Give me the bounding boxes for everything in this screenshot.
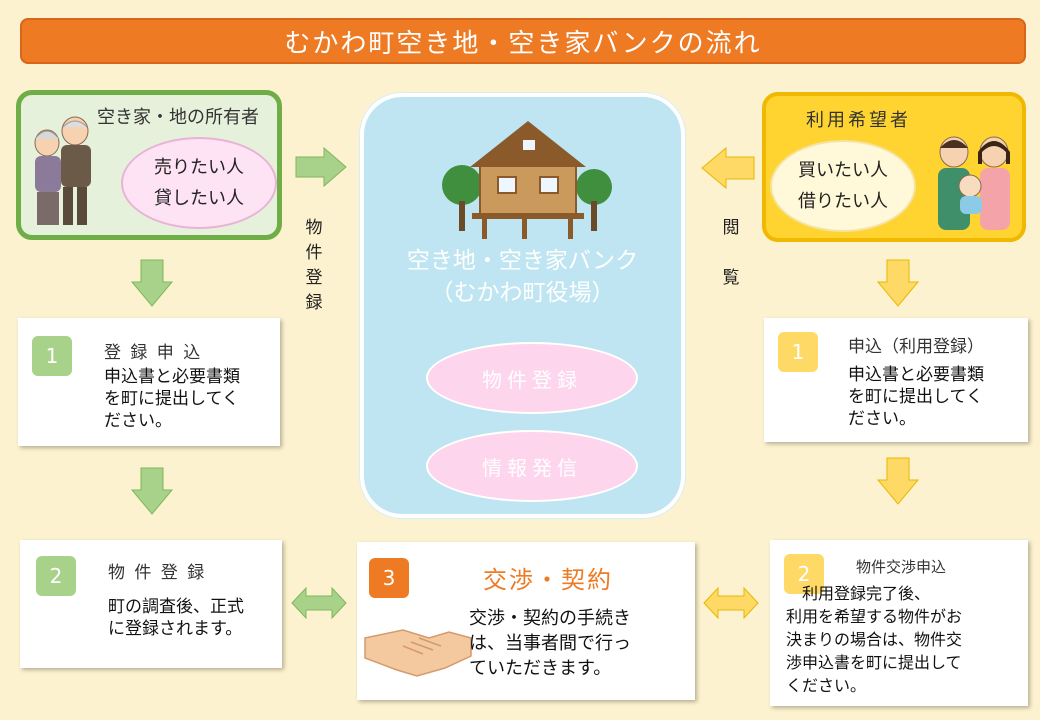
step-heading: 申込（利用登録）	[848, 337, 984, 357]
owner-title: 空き家・地の所有者	[97, 107, 259, 128]
owner-bubble-line1: 売りたい人	[154, 157, 244, 178]
house-icon	[442, 121, 612, 239]
arrow-down-green	[130, 467, 174, 515]
step-heading: 物件交渉申込	[856, 558, 947, 576]
property-registration-pill: 物件登録	[426, 342, 638, 414]
step-card-negotiation: 3 交渉・契約 交渉・契約の手続き は、当事者間で行っ ていただきます。	[357, 542, 695, 700]
user-speech-bubble: 買いたい人 借りたい人	[770, 140, 916, 232]
step-description: 申込書と必要書類 を町に提出してく ださい。	[848, 365, 984, 429]
information-dissemination-pill: 情報発信	[426, 430, 638, 502]
owner-bubble-line2: 貸したい人	[154, 188, 244, 209]
vlabel-char: 物	[305, 218, 323, 238]
vlabel-char: 閲	[722, 218, 740, 238]
arrow-down-yellow	[876, 457, 920, 505]
bank-name-line1: 空き地・空き家バンク	[406, 248, 639, 274]
step-card-owner-1: 1 登 録 申 込 申込書と必要書類 を町に提出してく ださい。	[18, 318, 280, 446]
akiya-bank-panel: 空き地・空き家バンク （むかわ町役場） 物件登録 情報発信	[360, 93, 685, 518]
owner-speech-bubble: 売りたい人 貸したい人	[121, 137, 277, 229]
step-number: 1	[32, 336, 72, 376]
step-description: 申込書と必要書類 を町に提出してく ださい。	[104, 367, 240, 431]
arrow-down-yellow	[876, 259, 920, 307]
arrow-double-green	[291, 586, 347, 620]
step-heading: 物 件 登 録	[108, 563, 207, 583]
page-title: むかわ町空き地・空き家バンクの流れ	[20, 18, 1026, 64]
arrow-double-yellow	[703, 586, 759, 620]
user-title: 利用希望者	[806, 110, 911, 131]
user-bubble-line2: 借りたい人	[798, 191, 888, 212]
arrow-down-green	[130, 259, 174, 307]
bank-name: 空き地・空き家バンク （むかわ町役場）	[364, 245, 681, 309]
label-browse: 閲 覧	[720, 216, 742, 291]
bank-name-line2: （むかわ町役場）	[430, 280, 615, 306]
step-number: 2	[36, 556, 76, 596]
step-heading: 登 録 申 込	[104, 343, 203, 363]
step-description: 利用登録完了後、 利用を希望する物件がお 決まりの場合は、物件交 渉申込書を町に…	[786, 584, 963, 695]
step-description: 交渉・契約の手続き は、当事者間で行っ ていただきます。	[469, 608, 631, 679]
step-card-user-2: 2 物件交渉申込 利用登録完了後、 利用を希望する物件がお 決まりの場合は、物件…	[770, 540, 1028, 706]
vlabel-char: 登	[305, 268, 323, 288]
young-family-icon	[938, 136, 1010, 230]
step-number: 2	[784, 554, 824, 594]
user-panel: 利用希望者 買いたい人 借りたい人	[762, 92, 1026, 242]
step-description: 町の調査後、正式 に登録されます。	[108, 597, 244, 639]
vlabel-char: 録	[305, 293, 323, 313]
elderly-couple-icon	[34, 116, 91, 225]
step-number: 3	[369, 558, 409, 598]
step-heading: 交渉・契約	[483, 566, 613, 594]
step-card-owner-2: 2 物 件 登 録 町の調査後、正式 に登録されます。	[20, 540, 282, 668]
user-bubble-line1: 買いたい人	[798, 160, 888, 181]
owner-panel: 空き家・地の所有者 売りたい人 貸したい人	[16, 90, 282, 240]
vlabel-char: 件	[305, 243, 323, 263]
arrow-left-yellow	[701, 146, 755, 190]
step-card-user-1: 1 申込（利用登録） 申込書と必要書類 を町に提出してく ださい。	[764, 318, 1028, 442]
handshake-icon	[364, 629, 472, 677]
step-number: 1	[778, 332, 818, 372]
arrow-right-green	[295, 146, 347, 188]
vlabel-char: 覧	[722, 268, 740, 288]
label-property-registration: 物 件 登 録	[303, 216, 325, 316]
